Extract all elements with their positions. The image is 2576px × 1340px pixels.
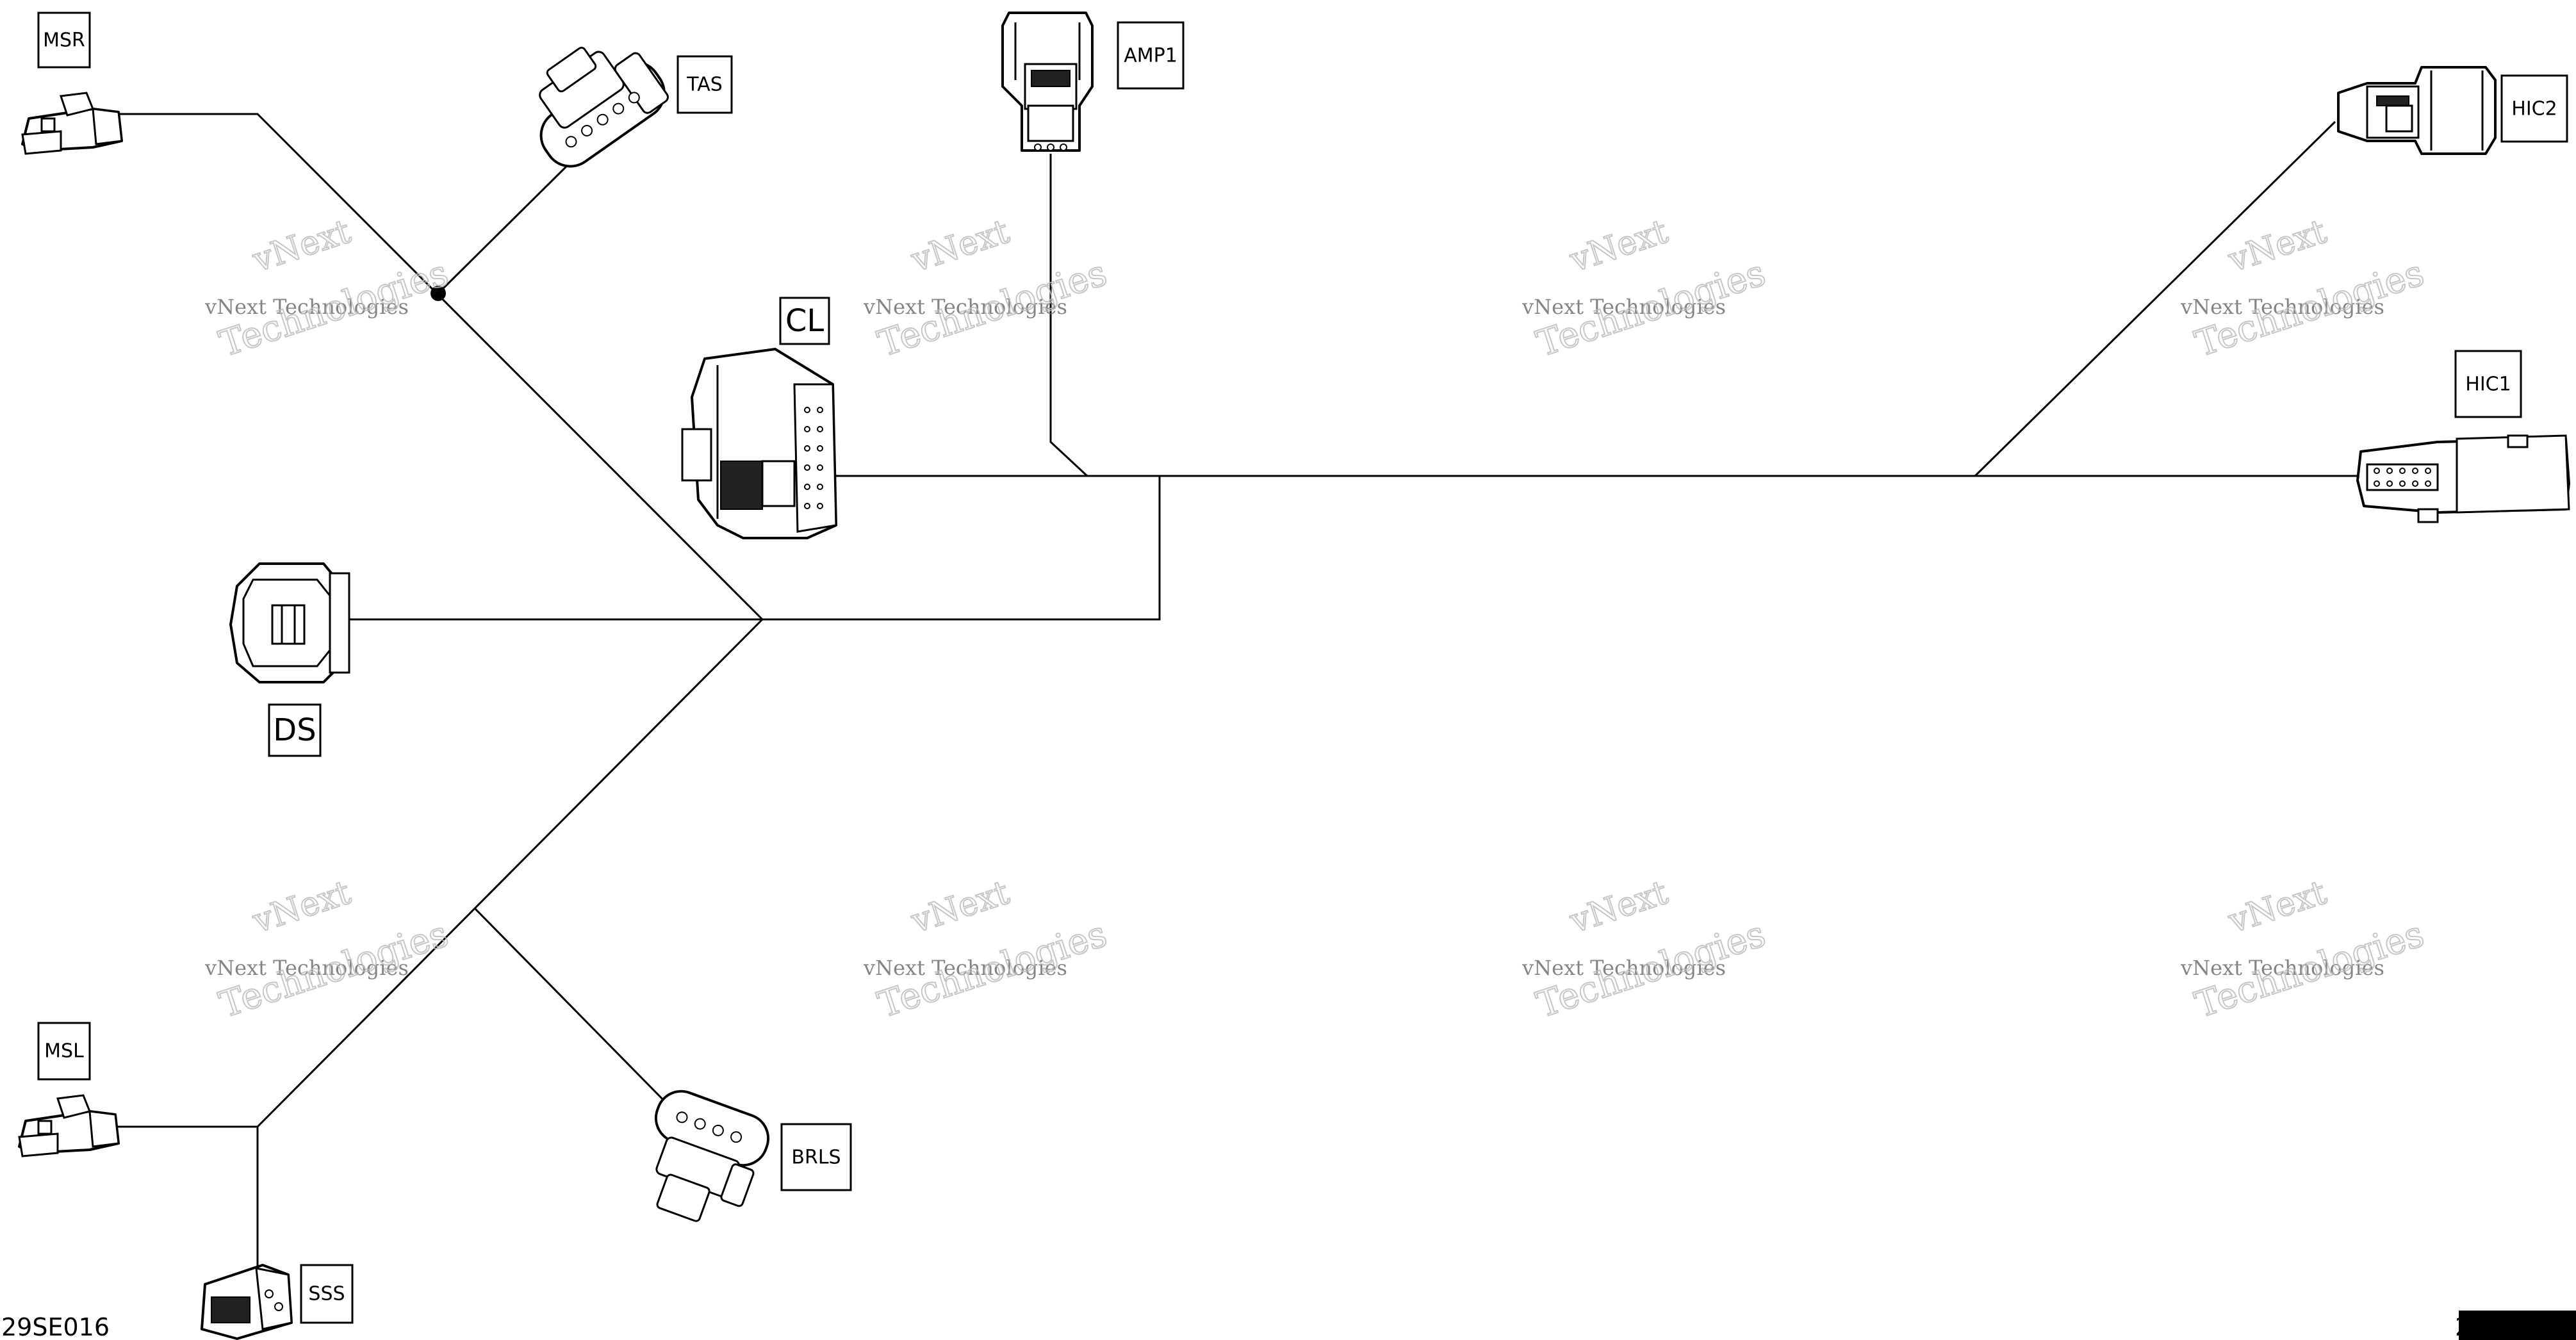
watermark-line2: vNext Technologies bbox=[1522, 295, 1726, 319]
label-hic2-text: HIC2 bbox=[2511, 98, 2557, 120]
connector-hic1[interactable] bbox=[2356, 434, 2570, 523]
label-msl-text: MSL bbox=[44, 1040, 84, 1063]
label-tas-text: TAS bbox=[686, 74, 723, 96]
watermark-line2: vNext Technologies bbox=[2180, 956, 2384, 980]
label-amp1-text: AMP1 bbox=[1124, 45, 1177, 67]
watermark-line2: vNext Technologies bbox=[204, 295, 409, 319]
watermark-line1: vNext bbox=[248, 212, 356, 280]
page-number: 2 bbox=[2455, 1313, 2470, 1340]
connector-sss[interactable] bbox=[201, 1264, 293, 1340]
watermark-line1: vNext bbox=[1565, 212, 1673, 280]
watermark-7: vNext vNext Technologies Technologies bbox=[1522, 872, 1771, 1027]
wire-lower-trunk bbox=[256, 618, 764, 1128]
connector-cl[interactable] bbox=[681, 348, 837, 539]
connector-amp1[interactable] bbox=[1001, 12, 1094, 152]
watermark-line2: vNext Technologies bbox=[863, 295, 1067, 319]
watermarks: vNext vNext Technologies Technologies vN… bbox=[204, 211, 2429, 1027]
label-amp1: AMP1 bbox=[1117, 21, 1185, 90]
watermark-line1: vNext bbox=[907, 873, 1014, 941]
watermark-4: vNext vNext Technologies Technologies bbox=[2180, 211, 2429, 366]
watermark-5: vNext vNext Technologies Technologies bbox=[204, 872, 454, 1027]
wire-ds bbox=[346, 476, 1161, 621]
label-brls-text: BRLS bbox=[791, 1147, 841, 1169]
watermark-1: vNext vNext Technologies Technologies bbox=[204, 211, 454, 366]
label-cl-text: CL bbox=[785, 303, 824, 339]
watermark-8: vNext vNext Technologies Technologies bbox=[2180, 872, 2429, 1027]
wire-brls bbox=[474, 908, 673, 1109]
watermark-line1: vNext bbox=[907, 212, 1014, 280]
wire-amp1 bbox=[1049, 154, 1088, 477]
connector-msr[interactable] bbox=[21, 92, 123, 155]
wire-tas bbox=[437, 163, 570, 295]
label-sss: SSS bbox=[300, 1264, 354, 1324]
watermark-line1: vNext bbox=[1565, 873, 1673, 941]
connector-hic2[interactable] bbox=[2337, 66, 2497, 155]
connector-tas[interactable] bbox=[509, 20, 674, 176]
reference-code: 29SE016 bbox=[1, 1313, 110, 1340]
wire-hic2 bbox=[1974, 120, 2336, 477]
watermark-line2: vNext Technologies bbox=[204, 956, 409, 980]
label-hic1: HIC1 bbox=[2454, 350, 2522, 418]
wire-msr bbox=[115, 113, 764, 621]
page-number-bar bbox=[2459, 1311, 2576, 1340]
watermark-line1: vNext bbox=[248, 873, 356, 941]
splice-point bbox=[431, 286, 446, 301]
label-ds: DS bbox=[268, 703, 322, 757]
label-cl: CL bbox=[779, 297, 830, 345]
label-brls: BRLS bbox=[780, 1123, 852, 1191]
label-sss-text: SSS bbox=[308, 1283, 345, 1305]
watermark-2: vNext vNext Technologies Technologies bbox=[863, 211, 1112, 366]
connector-msl[interactable] bbox=[18, 1094, 120, 1157]
watermark-line1: vNext bbox=[2224, 873, 2331, 941]
label-hic1-text: HIC1 bbox=[2465, 373, 2511, 396]
watermark-line2: vNext Technologies bbox=[863, 956, 1067, 980]
label-msl: MSL bbox=[37, 1022, 91, 1081]
page-number-tab: 2 bbox=[2455, 1311, 2576, 1340]
connector-ds[interactable] bbox=[229, 562, 350, 683]
watermark-line2: vNext Technologies bbox=[1522, 956, 1726, 980]
watermark-line1: vNext bbox=[2224, 212, 2331, 280]
watermark-6: vNext vNext Technologies Technologies bbox=[863, 872, 1112, 1027]
watermark-line2: vNext Technologies bbox=[2180, 295, 2384, 319]
label-hic2: HIC2 bbox=[2500, 74, 2568, 143]
label-msr-text: MSR bbox=[43, 29, 85, 52]
connector-brls[interactable] bbox=[626, 1084, 775, 1235]
label-tas: TAS bbox=[677, 55, 733, 114]
watermark-3: vNext vNext Technologies Technologies bbox=[1522, 211, 1771, 366]
harness-wires bbox=[115, 113, 2364, 1271]
label-msr: MSR bbox=[37, 12, 91, 69]
label-ds-text: DS bbox=[273, 712, 316, 748]
